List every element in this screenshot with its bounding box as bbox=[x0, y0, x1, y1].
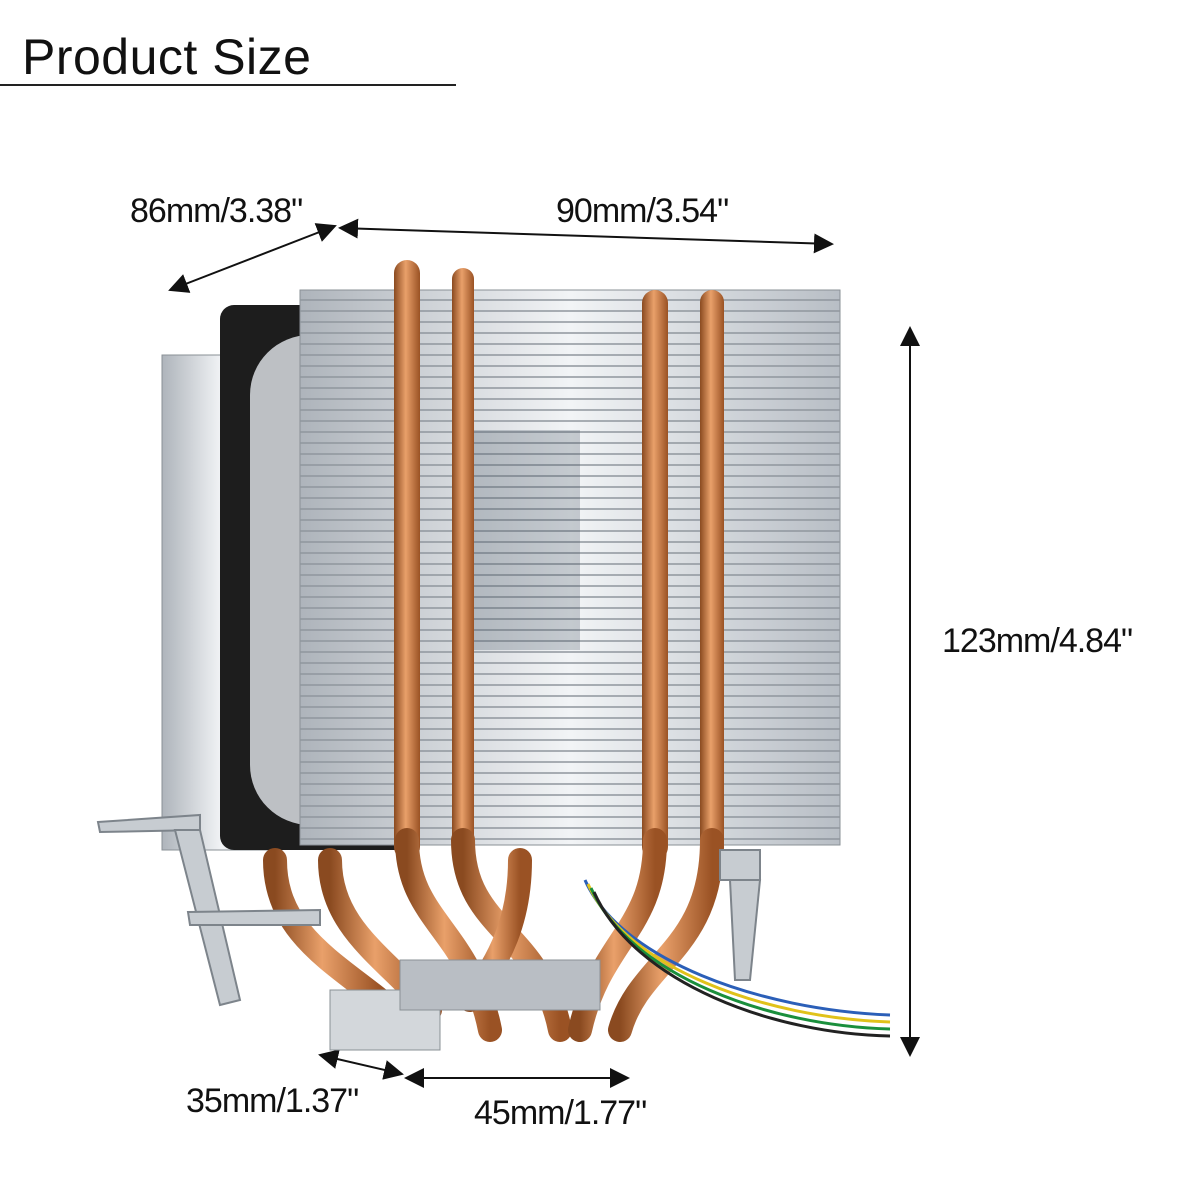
width-dimension-label: 86mm/3.38" bbox=[130, 192, 303, 230]
heat-pipes bbox=[394, 260, 724, 860]
title-underline bbox=[0, 84, 456, 86]
main-fin-stack bbox=[299, 289, 841, 846]
width-arrow bbox=[168, 223, 337, 293]
base-depth-dimension-label: 35mm/1.37" bbox=[186, 1082, 359, 1120]
base-width-dimension-label: 45mm/1.77" bbox=[474, 1094, 647, 1132]
height-dimension-label: 123mm/4.84" bbox=[942, 622, 1133, 660]
base-depth-arrow bbox=[318, 1049, 404, 1080]
copper-base bbox=[329, 959, 601, 1051]
length-arrow bbox=[338, 218, 834, 254]
length-dimension-label: 90mm/3.54" bbox=[556, 192, 729, 230]
fan-cable bbox=[583, 879, 891, 1038]
mounting-brackets bbox=[96, 813, 762, 1007]
page-title: Product Size bbox=[22, 29, 312, 85]
